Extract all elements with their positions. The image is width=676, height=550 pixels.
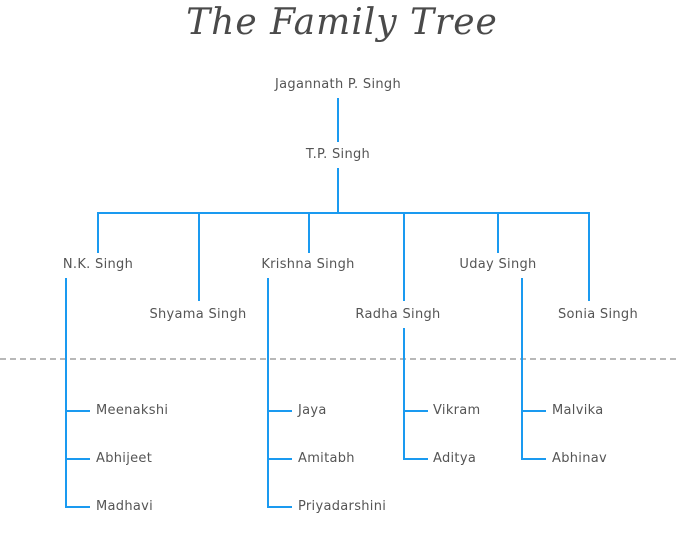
connector-line [267,278,269,508]
connector-line [97,212,99,253]
connector-branch [521,410,546,412]
connector-line [308,212,310,253]
connector-branch [521,458,546,460]
connector-branch [65,458,90,460]
connector-line [337,168,339,213]
node-aditya: Aditya [433,451,477,466]
node-shyama-singh: Shyama Singh [149,307,247,322]
connector-line [588,212,590,301]
connector-branch [65,410,90,412]
node-meenakshi: Meenakshi [96,403,169,418]
node-radha-singh: Radha Singh [355,307,441,322]
node-jaya: Jaya [298,403,327,418]
node-abhinav: Abhinav [552,451,607,466]
node-vikram: Vikram [433,403,481,418]
connector-branch [403,458,428,460]
node-jagannath-p-singh: Jagannath P. Singh [274,77,402,92]
connector-branch [403,410,428,412]
connector-branch [65,506,90,508]
connector-line [521,278,523,460]
node-madhavi: Madhavi [96,499,154,514]
connector-line [497,212,499,253]
node-amitabh: Amitabh [298,451,355,466]
node-nk-singh: N.K. Singh [62,257,134,272]
generation-divider [0,358,676,360]
node-malvika: Malvika [552,403,604,418]
node-abhijeet: Abhijeet [96,451,153,466]
node-uday-singh: Uday Singh [459,257,537,272]
node-krishna-singh: Krishna Singh [261,257,355,272]
connector-line [198,212,200,301]
connector-line [403,212,405,301]
node-priyadarshini: Priyadarshini [298,499,387,514]
connector-line [337,98,339,142]
connector-branch [267,458,292,460]
connector-branch [267,410,292,412]
page-title: The Family Tree [186,2,498,43]
connector-bus [97,212,590,214]
connector-line [65,278,67,508]
connector-branch [267,506,292,508]
connector-line [403,328,405,460]
node-sonia-singh: Sonia Singh [557,307,639,322]
node-tp-singh: T.P. Singh [305,147,371,162]
